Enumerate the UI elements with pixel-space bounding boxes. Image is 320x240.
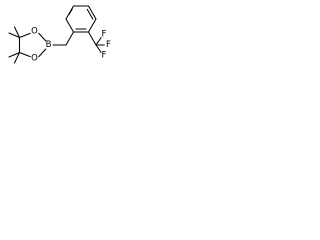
bond-ring-cf3 (87, 31, 97, 46)
boron-label: B (46, 40, 52, 50)
atom-labels: O O B F F F (30, 27, 113, 64)
ring-double-bond-3 (68, 8, 73, 16)
bond-methyl-1 (8, 32, 21, 39)
bond-methyl-4 (13, 51, 21, 64)
benzene-ring (65, 5, 97, 33)
structural-formula: O O B F F F (8, 5, 113, 64)
ring-bond-2 (87, 18, 97, 33)
fluorine-3-label: F (102, 51, 107, 61)
bond-o1-b (37, 32, 47, 42)
bond-c-f1 (95, 36, 103, 46)
bond-c1-o1 (18, 32, 32, 39)
fluorine-2-label: F (106, 40, 111, 50)
bond-methyl-2 (13, 26, 21, 39)
bond-o2-b (37, 48, 47, 58)
bond-c2-o2 (18, 51, 32, 58)
benzyl-linker (50, 31, 75, 46)
bond-c-f3 (95, 44, 103, 54)
bond-ch2-ring (65, 31, 75, 46)
bond-methyl-3 (8, 51, 21, 58)
trifluoromethyl-group (87, 31, 107, 54)
ring-bond-6 (65, 18, 75, 33)
fluorine-1-label: F (102, 30, 107, 40)
ring-double-bond-2 (86, 8, 94, 20)
ring-bond-3 (87, 5, 97, 20)
oxygen-lower-label: O (31, 54, 38, 64)
dioxaborolane-ring (8, 26, 47, 64)
oxygen-upper-label: O (31, 27, 38, 37)
